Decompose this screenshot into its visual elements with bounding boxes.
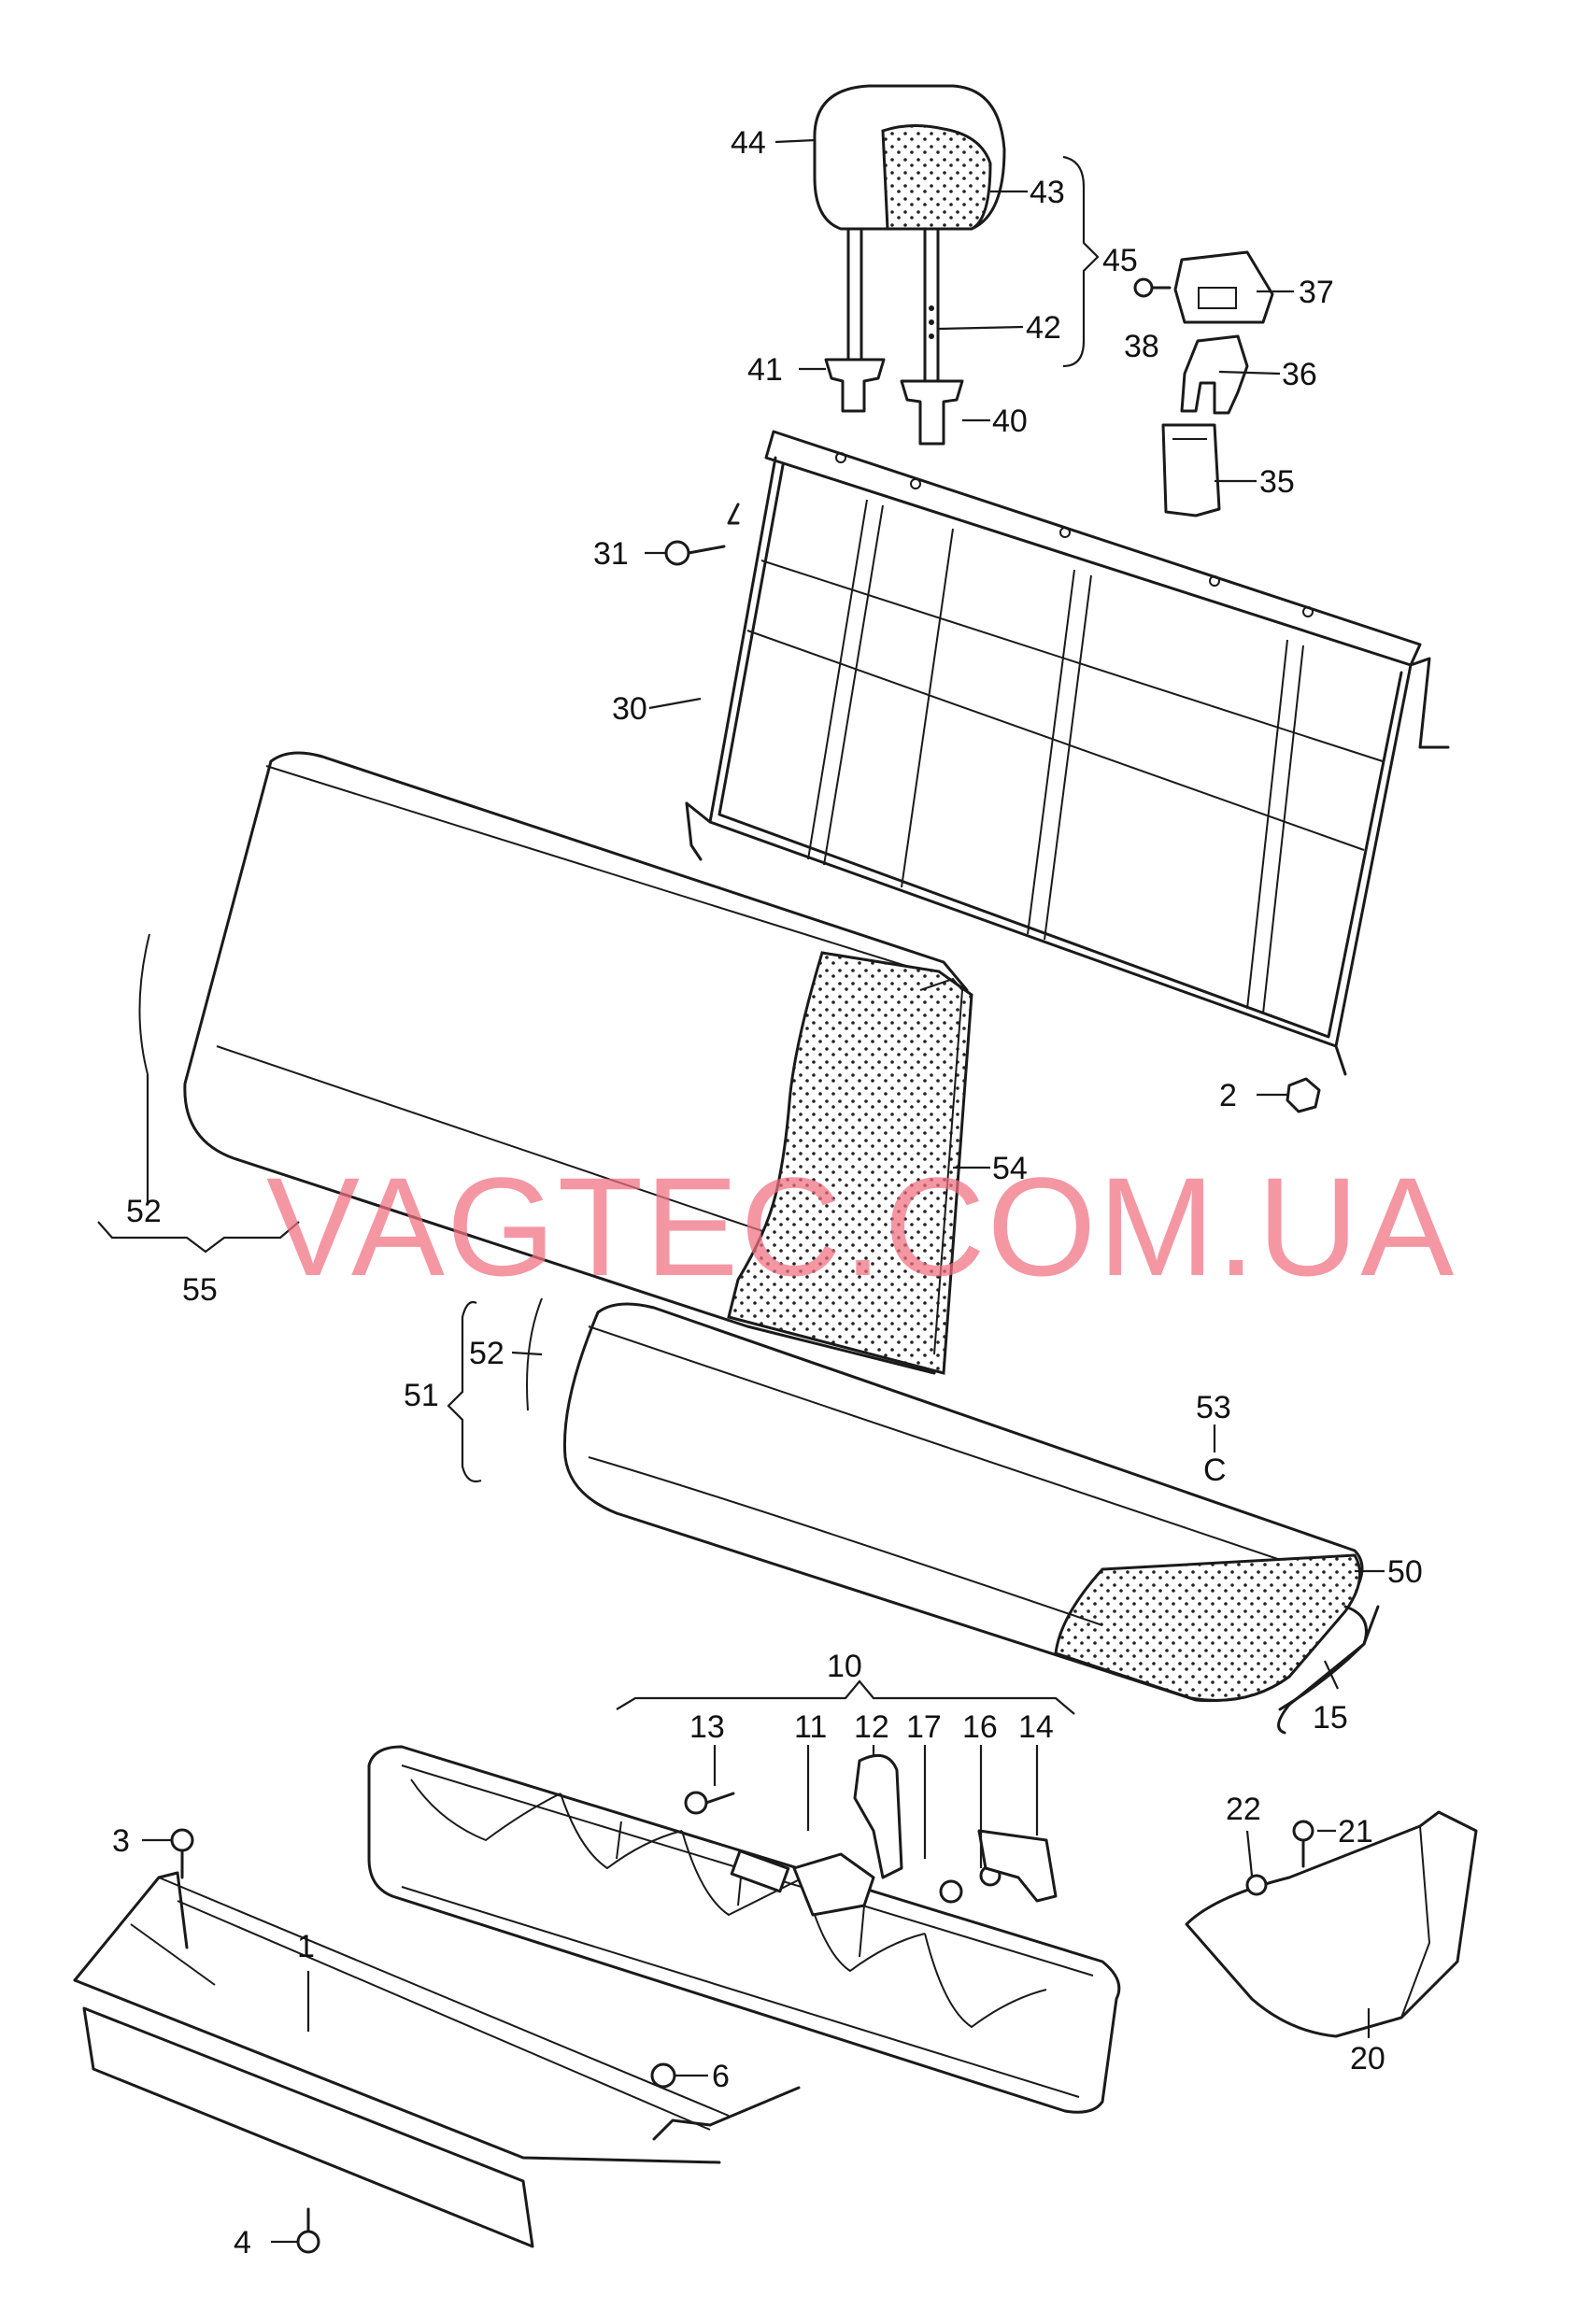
callout-53-c: C [1203, 1452, 1227, 1488]
callout-3: 3 [112, 1823, 130, 1859]
nut-2 [1286, 1077, 1321, 1113]
callout-41: 41 [747, 352, 783, 388]
callout-2: 2 [1219, 1078, 1237, 1113]
spring-clip-15 [1277, 1605, 1380, 1735]
headrest-release-guide [1133, 250, 1274, 517]
callout-13: 13 [689, 1709, 725, 1745]
callout-52-seat: 52 [469, 1336, 504, 1371]
callout-35: 35 [1259, 464, 1295, 500]
callout-16: 16 [962, 1709, 998, 1745]
callout-42: 42 [1026, 310, 1061, 346]
callout-22: 22 [1226, 1792, 1261, 1827]
callout-30: 30 [612, 691, 647, 727]
callout-55: 55 [182, 1272, 218, 1308]
seat-cushion [447, 1297, 1368, 1711]
callout-38: 38 [1124, 329, 1159, 364]
backrest-frame [685, 430, 1450, 1076]
callout-10: 10 [827, 1649, 862, 1684]
callout-21: 21 [1338, 1814, 1373, 1849]
callout-11: 11 [794, 1709, 827, 1745]
callout-53: 53 [1196, 1390, 1231, 1425]
callout-36: 36 [1282, 357, 1317, 392]
callout-15: 15 [1313, 1700, 1348, 1736]
callout-54: 54 [992, 1151, 1028, 1186]
callout-43: 43 [1030, 175, 1065, 210]
callout-4: 4 [234, 2225, 251, 2260]
callout-52-back: 52 [126, 1194, 162, 1229]
callout-17: 17 [906, 1709, 942, 1745]
callout-50: 50 [1387, 1554, 1423, 1590]
callouts: 44 43 45 42 41 40 37 38 36 35 31 30 2 54… [112, 125, 1423, 2260]
watermark-text: VAGTEC.COM.UA [266, 1148, 1456, 1305]
screw-31 [664, 540, 690, 566]
callout-6: 6 [712, 2059, 730, 2094]
callout-51: 51 [404, 1378, 439, 1413]
callout-1: 1 [297, 1929, 315, 1964]
callout-20: 20 [1350, 2041, 1385, 2076]
leader-lines [142, 138, 1385, 2244]
headrest [813, 84, 1006, 446]
callout-14: 14 [1018, 1709, 1054, 1745]
callout-31: 31 [593, 536, 629, 572]
callout-45: 45 [1102, 243, 1138, 278]
callout-12: 12 [854, 1709, 889, 1745]
side-trim [1185, 1810, 1478, 2038]
callout-37: 37 [1299, 275, 1334, 310]
backrest-cushion [97, 751, 973, 1375]
front-support [73, 1828, 801, 2254]
seat-frame [367, 1679, 1121, 2114]
callout-40: 40 [992, 404, 1028, 439]
callout-44: 44 [731, 125, 766, 161]
